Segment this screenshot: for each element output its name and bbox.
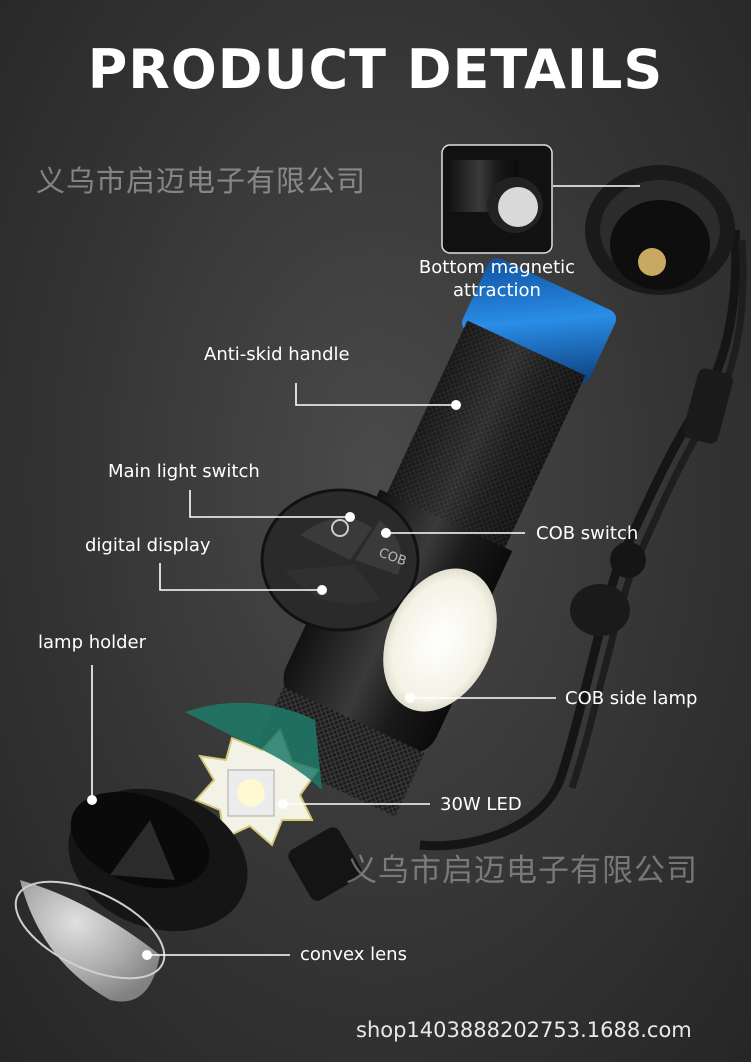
callout-dots [87, 400, 461, 960]
spring-contact [638, 248, 666, 276]
lanyard-stopper [570, 584, 630, 636]
lamp-holder-pcb [185, 702, 322, 790]
label-convex-lens: convex lens [300, 944, 407, 965]
label-bottom-magnetic-line2: attraction [453, 280, 541, 301]
lanyard-bead [610, 542, 646, 578]
watermark-top: 义乌市启迈电子有限公司 [36, 164, 367, 198]
label-bottom-magnetic-line1: Bottom magnetic [418, 257, 576, 278]
convex-lens [20, 880, 160, 1002]
label-cob-switch: COB switch [536, 523, 639, 544]
tail-cap [585, 165, 735, 295]
lanyard-end [288, 827, 362, 901]
label-main-light-switch: Main light switch [108, 461, 260, 482]
lanyard-clip [683, 368, 733, 444]
label-cob-side-lamp: COB side lamp [565, 688, 698, 709]
cob-side-lamp [383, 568, 497, 712]
label-digital-display: digital display [85, 535, 211, 556]
bezel-ring [68, 788, 248, 932]
callout-lines [91, 185, 640, 956]
lanyard-strand [568, 239, 747, 790]
label-lamp-holder: lamp holder [38, 632, 147, 653]
label-30w-led: 30W LED [440, 794, 522, 815]
page-title: PRODUCT DETAILS [87, 38, 664, 101]
label-bottom-magnetic: Bottom magnetic attraction [412, 256, 582, 302]
power-icon [331, 519, 349, 537]
main-light-switch[interactable] [300, 518, 372, 560]
led-emitter [237, 779, 265, 807]
blue-ring [461, 258, 617, 384]
footer-url: shop1403888202753.1688.com [356, 1018, 692, 1042]
magnet-icon [498, 187, 538, 227]
digital-display [285, 565, 380, 604]
label-anti-skid-handle: Anti-skid handle [204, 344, 350, 365]
watermark-bottom: 义乌市启迈电子有限公司 [346, 853, 698, 889]
